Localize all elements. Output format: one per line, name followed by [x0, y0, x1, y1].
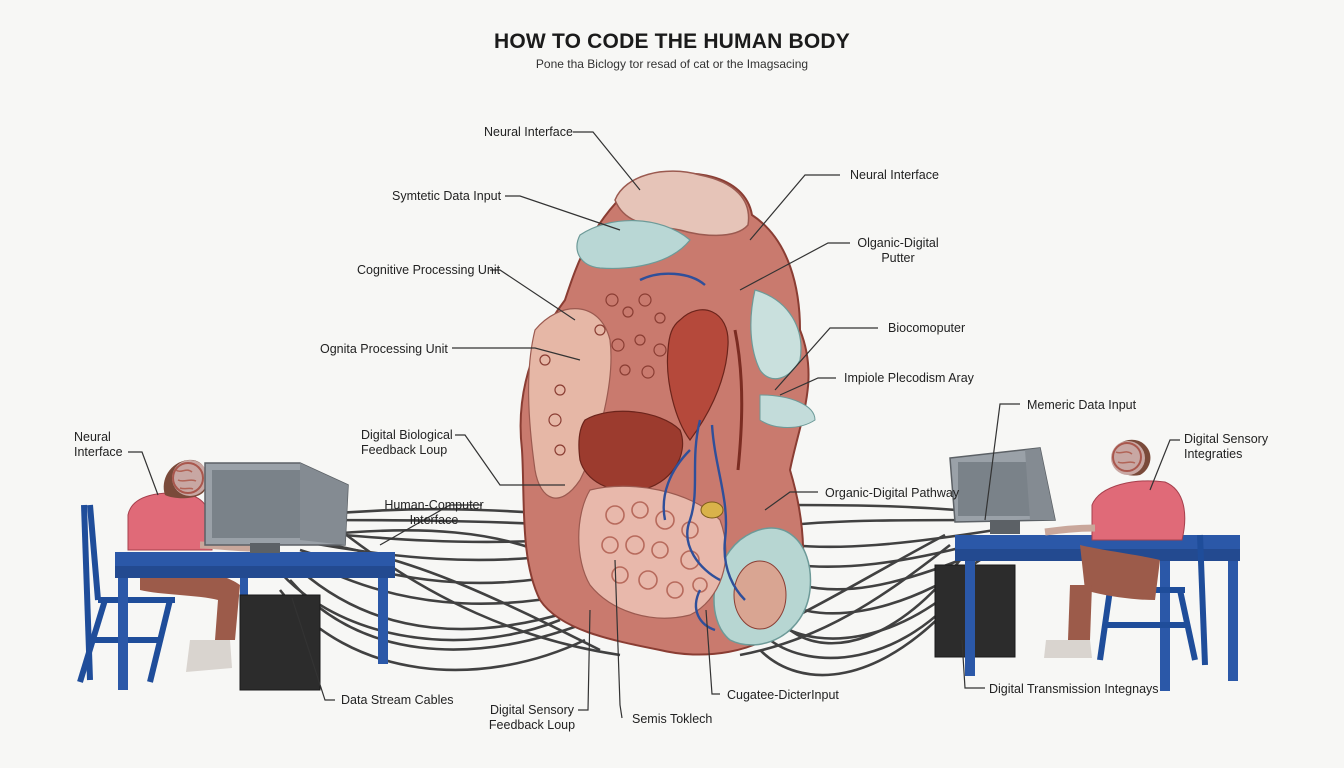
monitor-icon [949, 447, 1056, 534]
chair-icon [77, 504, 175, 683]
tower-icon [239, 594, 321, 691]
right-workstation [934, 439, 1240, 691]
label-organic-digital-putter-line2: Putter [881, 251, 915, 265]
label-digital-biological-feedback: Digital Biological Feedback Loup [361, 428, 453, 458]
label-digital-sensory-feedback: Digital Sensory Feedback Loup [486, 703, 578, 733]
label-digital-sensory-feedback-line2: Feedback Loup [488, 718, 576, 732]
organic-body-mass [519, 170, 816, 656]
label-digital-biological-feedback-line1: Digital Biological [361, 428, 453, 442]
label-organic-digital-pathway: Organic-Digital Pathway [825, 486, 960, 500]
label-human-computer-interface: Human-Computer Interface [382, 498, 486, 528]
label-neural-interface-left-line1: Neural [74, 430, 111, 444]
page-title: HOW TO CODE THE HUMAN BODY [494, 30, 850, 53]
label-human-computer-interface-line1: Human-Computer [384, 498, 484, 512]
label-digital-sensory-integraties-line1: Digital Sensory [1184, 432, 1269, 446]
label-neural-interface-left: Neural Interface [74, 430, 123, 460]
label-organic-digital-putter-line1: Olganic-Digital [857, 236, 939, 250]
label-biocomoputer: Biocomoputer [888, 321, 966, 335]
left-workstation [77, 459, 395, 691]
label-ognita-processing-unit: Ognita Processing Unit [320, 342, 448, 356]
label-organic-digital-putter: Olganic-Digital Putter [853, 236, 943, 266]
label-cugatee-dicterinput: Cugatee-DicterInput [727, 688, 839, 702]
label-semis-toklech: Semis Toklech [632, 712, 713, 726]
label-digital-sensory-integraties-line2: Integraties [1184, 447, 1243, 461]
label-digital-transmission-integrays: Digital Transmission Integnays [989, 682, 1159, 696]
label-cognitive-processing-unit: Cognitive Processing Unit [357, 263, 501, 277]
leader-lines [128, 131, 1180, 719]
page-subtitle: Pone tha Biclogy tor resad of cat or the… [535, 57, 809, 71]
label-data-stream-cables: Data Stream Cables [341, 693, 454, 707]
person-icon [1044, 439, 1186, 658]
label-digital-sensory-feedback-line1: Digital Sensory [489, 703, 575, 717]
label-human-computer-interface-line2: Interface [409, 513, 459, 527]
label-memeric-data-input: Memeric Data Input [1027, 398, 1137, 412]
label-digital-biological-feedback-line2: Feedback Loup [361, 443, 448, 457]
label-symtetic-data-input: Symtetic Data Input [392, 189, 502, 203]
label-neural-interface-right: Neural Interface [850, 168, 939, 182]
monitor-icon [204, 462, 349, 553]
label-digital-sensory-integraties: Digital Sensory Integraties [1184, 432, 1268, 462]
label-impiole-plecodism-aray: Impiole Plecodism Aray [844, 371, 974, 385]
label-neural-interface-left-line2: Interface [74, 445, 123, 459]
label-neural-interface-top: Neural Interface [484, 125, 573, 139]
